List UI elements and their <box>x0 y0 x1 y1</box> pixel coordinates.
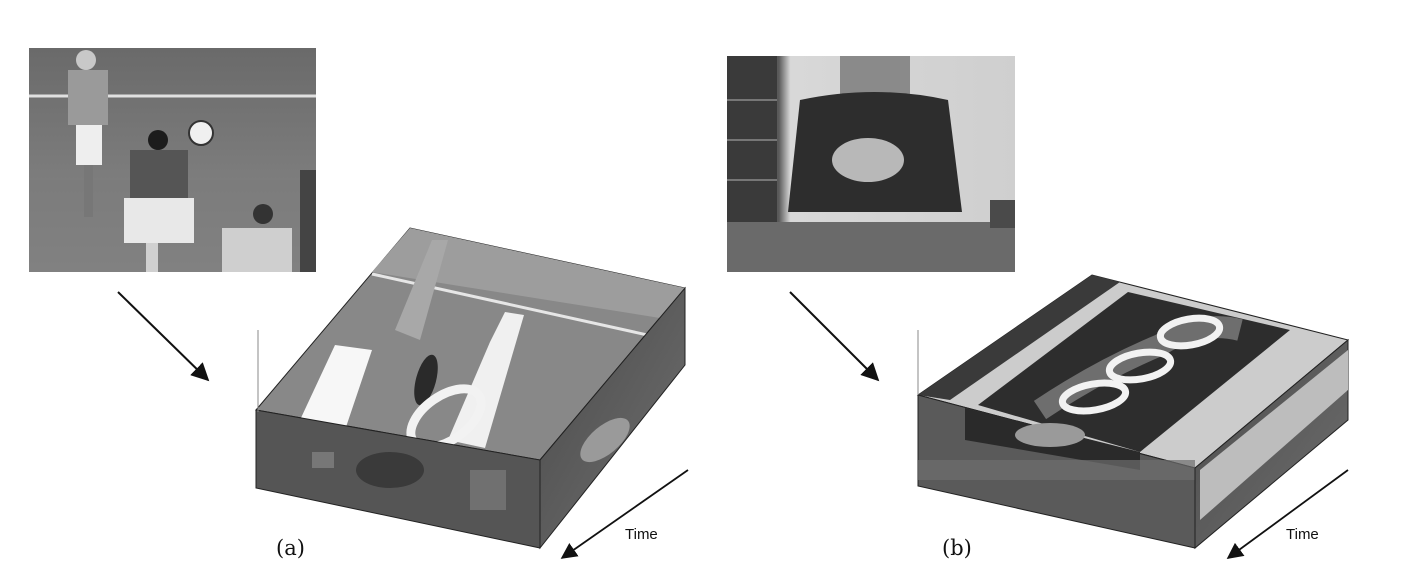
soccer-volume-top <box>255 227 686 461</box>
detection-ring-b2 <box>1105 348 1175 384</box>
panel-a <box>29 48 689 559</box>
detection-ring-b3 <box>1156 314 1224 350</box>
arrow-a <box>117 291 210 382</box>
arrow-b <box>789 291 880 382</box>
soccer-frame-image <box>29 48 316 272</box>
clapping-volume-side <box>1194 338 1349 550</box>
time-label-b: Time <box>1286 526 1319 543</box>
detection-ring-b1 <box>1058 379 1130 415</box>
panel-label-b: (b) <box>942 536 972 560</box>
panel-label-a: (a) <box>276 536 305 560</box>
time-arrow-a <box>560 469 689 559</box>
panel-b <box>727 56 1350 559</box>
clapping-frame-image <box>727 56 1015 272</box>
soccer-volume-side <box>539 286 686 550</box>
soccer-volume-front <box>255 409 541 549</box>
time-arrow-b <box>1226 469 1349 559</box>
clapping-volume-top <box>916 274 1350 469</box>
time-label-a: Time <box>625 526 658 543</box>
clapping-volume-front <box>917 394 1196 549</box>
